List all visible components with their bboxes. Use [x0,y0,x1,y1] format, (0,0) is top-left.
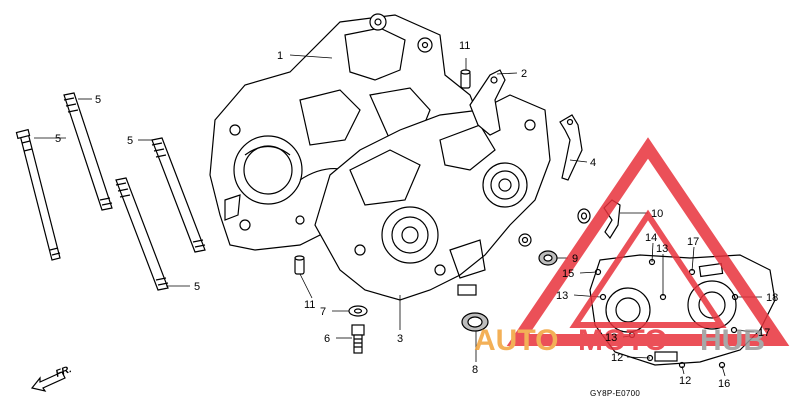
callout-5-c: 5 [127,135,133,147]
autohub-watermark-logo: AUTO MOTO HUB [474,137,790,357]
callout-1: 1 [277,50,283,62]
callout-12-b: 12 [679,375,691,387]
watermark-word-moto: MOTO [578,324,667,357]
watermark-triangle-outer [506,137,790,346]
drawing-code: GY8P-E0700 [590,389,640,398]
watermark-triangle-inner [569,209,727,328]
front-arrow-icon [30,371,66,392]
bushing [577,208,591,224]
washer-7 [348,305,368,317]
callout-13-b: 13 [605,332,617,344]
callout-18: 18 [766,292,778,304]
callout-14: 14 [645,232,657,244]
watermark-word-auto: AUTO [474,324,558,357]
callout-2: 2 [521,68,527,80]
callout-17-b: 17 [758,327,770,339]
callout-8: 8 [472,364,478,376]
stud-bolt-1 [15,128,61,261]
stud-bolt-3 [115,177,169,291]
callout-17-a: 17 [687,236,699,248]
bracket-part-4 [559,114,583,181]
callout-5-d: 5 [194,281,200,293]
front-direction-indicator: FR. [30,364,73,392]
callout-3: 3 [397,333,403,345]
stud-bolt-4 [151,137,206,253]
callout-15: 15 [562,268,574,280]
callout-9: 9 [572,253,578,265]
callout-11-a: 11 [459,40,470,52]
oil-seal-8 [461,312,489,332]
stud-bolt-2 [63,92,113,211]
leader-lines [34,54,762,377]
callout-4: 4 [590,157,596,169]
front-label: FR. [54,364,73,380]
stud-bolts [15,92,206,291]
watermark-word-hub: HUB [700,324,765,357]
callout-7: 7 [320,306,326,318]
callout-13-c: 13 [656,243,668,255]
dowel-pin-lower [294,255,305,275]
dowel-pin-upper [460,69,471,89]
callout-10: 10 [651,208,663,220]
bracket-part-2 [469,69,506,136]
callout-5-a: 5 [95,94,101,106]
callout-12-a: 12 [611,352,623,364]
callout-11-b: 11 [304,299,315,311]
right-crankcase-half [314,94,551,301]
callouts: 1 2 3 4 5 5 5 5 6 7 8 9 10 11 11 12 12 1… [55,40,778,390]
callout-13-a: 13 [556,290,568,302]
callout-16: 16 [718,378,730,390]
oil-seal-9 [538,250,558,266]
callout-6: 6 [324,333,330,345]
callout-5-b: 5 [55,133,61,145]
bolt-6 [351,324,365,354]
